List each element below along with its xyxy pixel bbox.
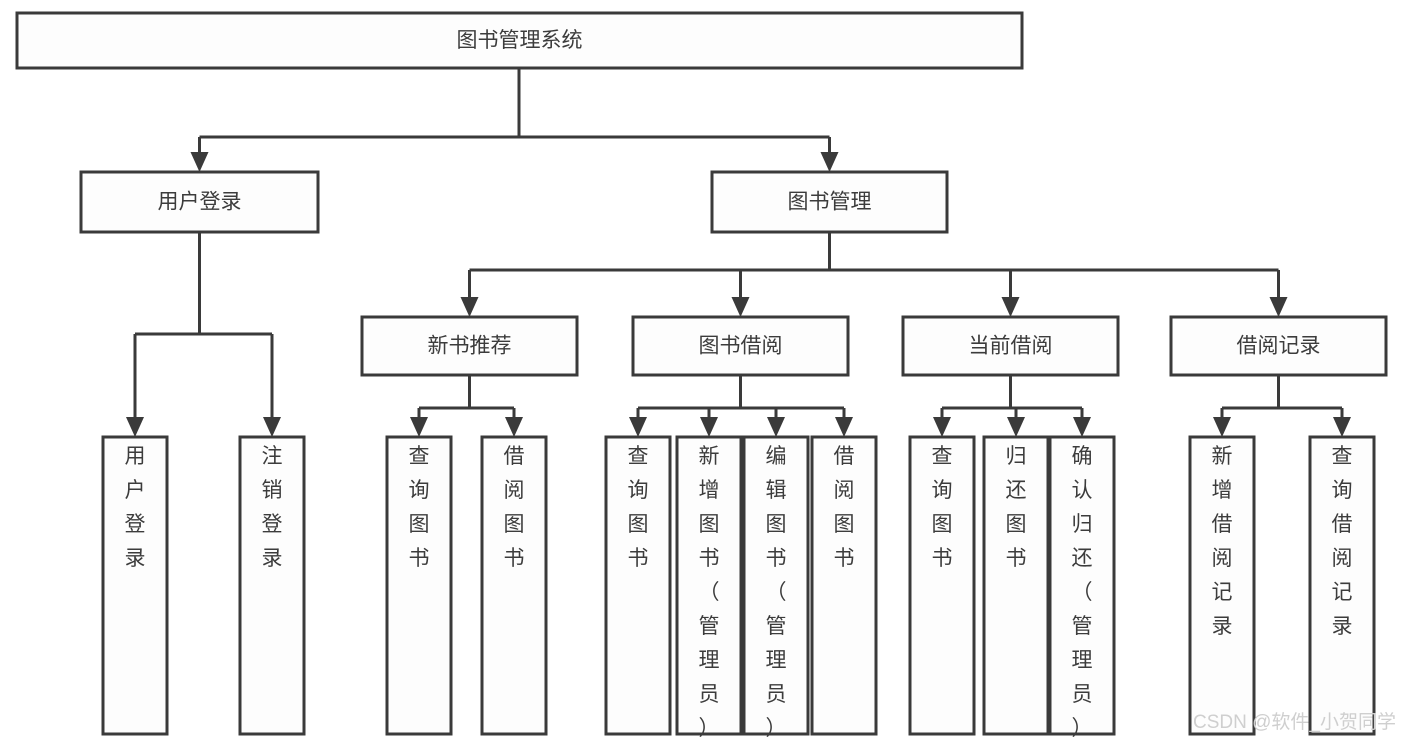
node-leaf-user-logout[interactable]: 注销登录	[238, 435, 306, 736]
arrow-head-icon	[410, 417, 428, 437]
node-leaf-edit-book[interactable]: 编辑图书（管理员）	[742, 435, 810, 740]
node-box[interactable]	[385, 435, 453, 736]
node-leaf-borrow-book-2[interactable]: 借阅图书	[810, 435, 878, 736]
node-box[interactable]	[101, 435, 169, 736]
node-label: 查询图书	[932, 445, 953, 570]
node-leaf-query-book-2[interactable]: 查询图书	[604, 435, 672, 736]
arrow-head-icon	[1269, 297, 1288, 317]
node-layer: 图书管理系统用户登录图书管理新书推荐图书借阅当前借阅借阅记录用户登录注销登录查询…	[15, 11, 1388, 740]
node-box[interactable]	[15, 11, 1024, 70]
node-label: 借阅记录	[1237, 335, 1321, 358]
node-leaf-query-book-3[interactable]: 查询图书	[908, 435, 976, 736]
node-box[interactable]	[360, 315, 579, 377]
arrow-head-icon	[1333, 417, 1351, 437]
node-leaf-user-login[interactable]: 用户登录	[101, 435, 169, 736]
node-label: 新增借阅记录	[1212, 445, 1233, 638]
node-user-login[interactable]: 用户登录	[79, 170, 320, 234]
node-leaf-add-record[interactable]: 新增借阅记录	[1188, 435, 1256, 736]
arrow-head-icon	[505, 417, 523, 437]
node-box[interactable]	[1188, 435, 1256, 736]
node-label: 编辑图书（管理员）	[766, 445, 787, 740]
node-label: 新增图书（管理员）	[699, 445, 720, 740]
node-box[interactable]	[810, 435, 878, 736]
node-box[interactable]	[1308, 435, 1376, 736]
arrow-head-icon	[1213, 417, 1231, 437]
node-borrow-record[interactable]: 借阅记录	[1169, 315, 1388, 377]
node-box[interactable]	[901, 315, 1120, 377]
node-label: 确认归还（管理员）	[1072, 445, 1093, 740]
node-box[interactable]	[982, 435, 1050, 736]
arrow-head-icon	[1007, 417, 1025, 437]
node-label: 图书管理	[788, 191, 872, 214]
node-leaf-confirm-return[interactable]: 确认归还（管理员）	[1048, 435, 1116, 740]
arrow-head-icon	[835, 417, 853, 437]
arrow-head-icon	[190, 152, 209, 172]
node-label: 注销登录	[262, 445, 283, 570]
node-label: 查询借阅记录	[1332, 445, 1353, 638]
node-box[interactable]	[631, 315, 850, 377]
node-leaf-query-record[interactable]: 查询借阅记录	[1308, 435, 1376, 736]
node-label: 用户登录	[125, 445, 146, 570]
node-box[interactable]	[908, 435, 976, 736]
node-box[interactable]	[79, 170, 320, 234]
arrow-head-icon	[933, 417, 951, 437]
arrow-head-icon	[767, 417, 785, 437]
node-label: 归还图书	[1006, 445, 1027, 570]
node-label: 借阅图书	[834, 445, 855, 570]
node-box[interactable]	[604, 435, 672, 736]
node-label: 查询图书	[628, 445, 649, 570]
node-box[interactable]	[710, 170, 949, 234]
arrow-head-icon	[820, 152, 839, 172]
node-label: 用户登录	[158, 191, 242, 214]
node-label: 当前借阅	[969, 335, 1053, 358]
arrow-head-icon	[700, 417, 718, 437]
node-new-book-recommend[interactable]: 新书推荐	[360, 315, 579, 377]
arrow-head-icon	[263, 417, 281, 437]
node-label: 借阅图书	[504, 445, 525, 570]
node-label: 图书管理系统	[457, 29, 583, 52]
node-label: 查询图书	[409, 445, 430, 570]
node-box[interactable]	[1048, 435, 1116, 736]
arrow-head-icon	[126, 417, 144, 437]
node-label: 新书推荐	[428, 335, 512, 358]
node-root[interactable]: 图书管理系统	[15, 11, 1024, 70]
arrow-head-icon	[629, 417, 647, 437]
arrow-head-icon	[731, 297, 750, 317]
arrow-head-icon	[1001, 297, 1020, 317]
node-label: 图书借阅	[699, 335, 783, 358]
node-box[interactable]	[742, 435, 810, 736]
node-leaf-add-book[interactable]: 新增图书（管理员）	[675, 435, 743, 740]
node-current-borrow[interactable]: 当前借阅	[901, 315, 1120, 377]
connector-layer	[126, 68, 1351, 437]
node-leaf-return-book[interactable]: 归还图书	[982, 435, 1050, 736]
node-box[interactable]	[675, 435, 743, 736]
node-box[interactable]	[238, 435, 306, 736]
node-box[interactable]	[480, 435, 548, 736]
arrow-head-icon	[460, 297, 479, 317]
node-box[interactable]	[1169, 315, 1388, 377]
node-book-manage[interactable]: 图书管理	[710, 170, 949, 234]
node-leaf-query-book-1[interactable]: 查询图书	[385, 435, 453, 736]
node-book-borrow[interactable]: 图书借阅	[631, 315, 850, 377]
csdn-watermark: CSDN @软件_小贺同学	[1193, 711, 1396, 733]
node-leaf-borrow-book-1[interactable]: 借阅图书	[480, 435, 548, 736]
arrow-head-icon	[1073, 417, 1091, 437]
